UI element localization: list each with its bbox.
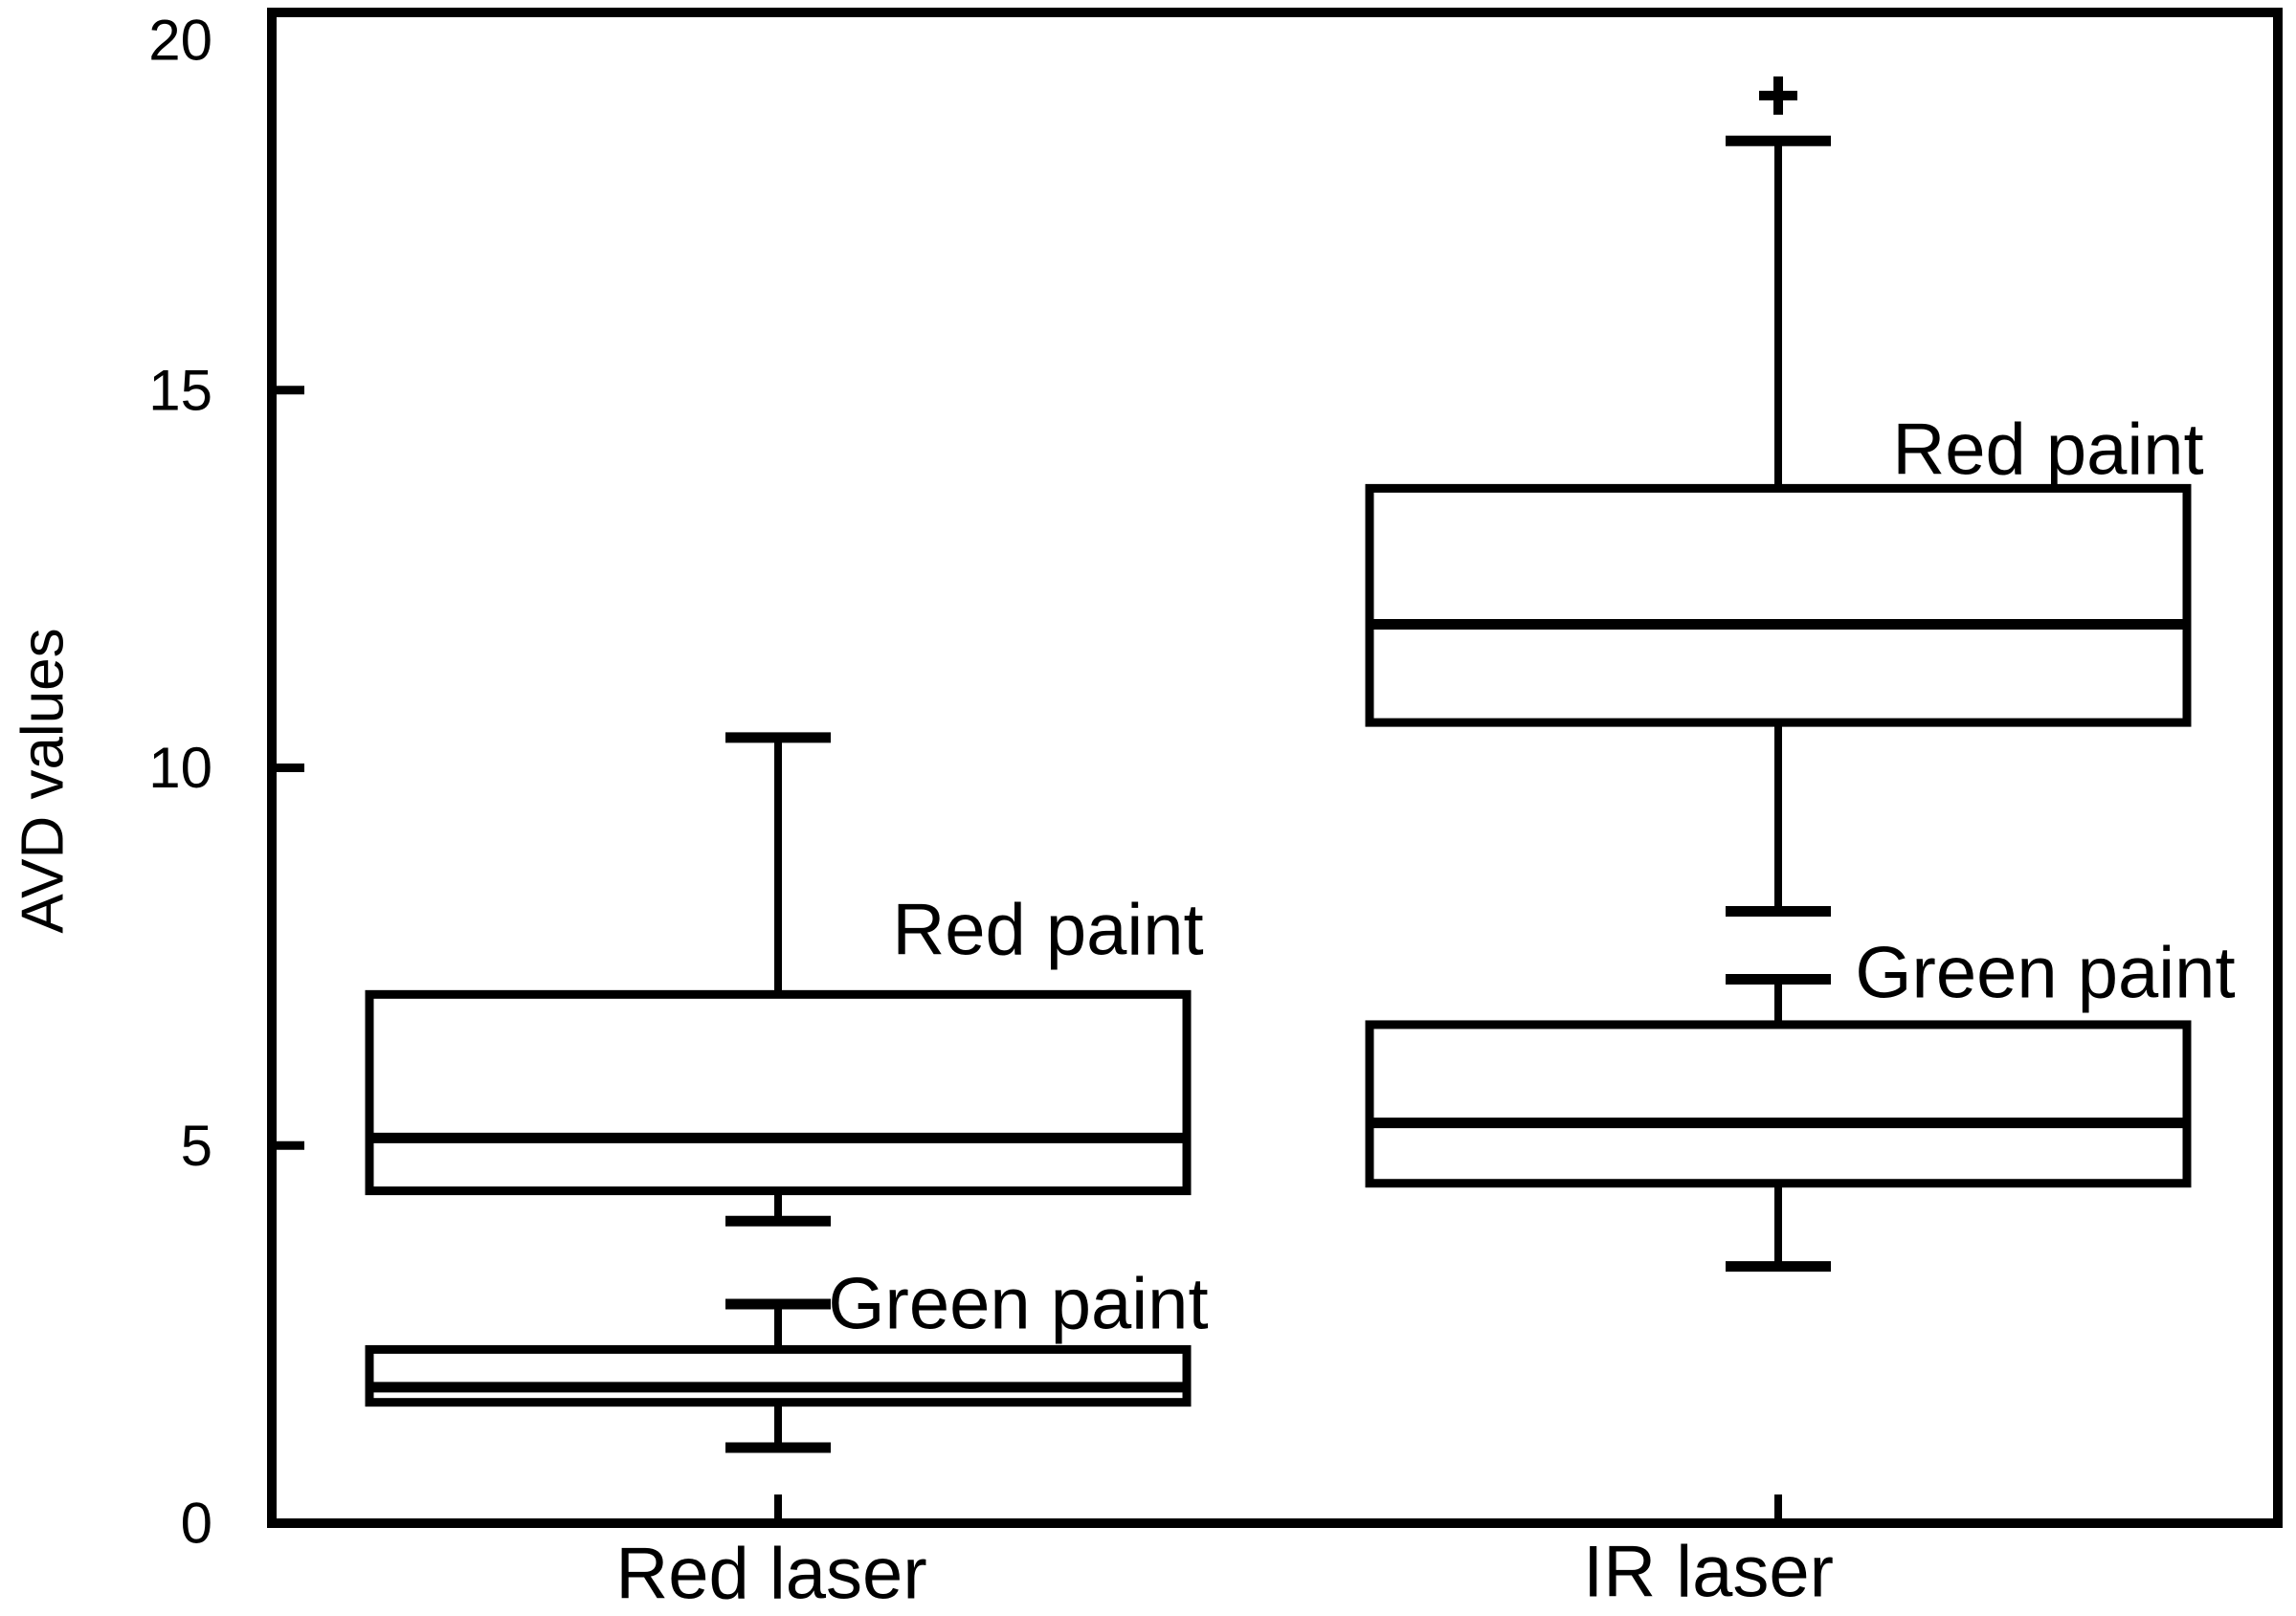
- box-ir-laser-green-paint: [1365, 1020, 2192, 1188]
- y-axis-title: AVD values: [11, 628, 77, 933]
- series-label-ir-laser-red-paint: Red paint: [1892, 410, 2203, 491]
- x-category-label-red-laser: Red laser: [615, 1534, 926, 1615]
- box-red-laser-red-paint: [365, 989, 1192, 1196]
- y-tick-label-0: 0: [181, 1492, 212, 1556]
- box-red-laser-green-paint: [365, 1344, 1192, 1407]
- x-category-label-ir-laser: IR laser: [1583, 1532, 1834, 1613]
- series-label-ir-laser-green-paint: Green paint: [1855, 933, 2235, 1014]
- y-tick-label-10: 10: [148, 736, 212, 800]
- series-label-red-laser-red-paint: Red paint: [892, 890, 1203, 971]
- plot-frame: [267, 8, 2283, 1528]
- series-label-red-laser-green-paint: Green paint: [828, 1264, 1208, 1345]
- y-tick-label-5: 5: [181, 1114, 212, 1178]
- x-axis: Red laser IR laser: [615, 1494, 1834, 1615]
- y-axis: 0 5 10 15 20: [148, 9, 304, 1556]
- box-ir-laser-red-paint: [1365, 483, 2192, 727]
- y-tick-label-20: 20: [148, 9, 212, 73]
- y-tick-label-15: 15: [148, 358, 212, 422]
